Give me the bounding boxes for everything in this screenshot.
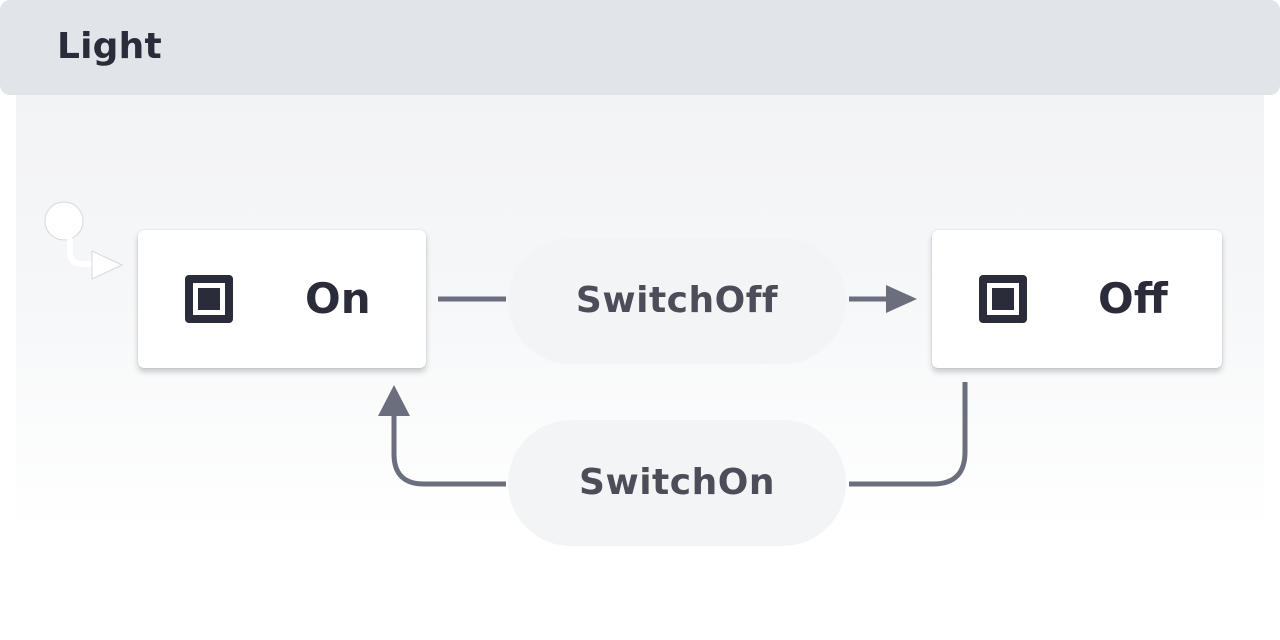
event-switchon[interactable]: SwitchOn	[508, 420, 846, 546]
edge-switchon-target-segment	[391, 412, 506, 487]
machine-header: Light	[0, 0, 1280, 95]
edge-switchoff[interactable]	[438, 285, 917, 313]
initial-dot-icon	[44, 201, 84, 241]
machine-title: Light	[57, 26, 162, 67]
state-on-label: On	[305, 274, 371, 323]
edge-switchoff-arrow-icon	[886, 285, 917, 313]
state-square-inner	[198, 288, 220, 310]
state-square-icon	[185, 275, 233, 323]
state-square-icon	[979, 275, 1027, 323]
event-switchoff[interactable]: SwitchOff	[508, 238, 846, 364]
edge-switchon-source-segment	[849, 382, 968, 487]
edge-switchon[interactable]	[378, 382, 968, 487]
edge-switchon-arrow-icon	[378, 385, 410, 416]
state-on[interactable]: On	[138, 230, 426, 368]
state-off-label: Off	[1098, 274, 1168, 323]
state-off[interactable]: Off	[932, 230, 1222, 368]
initial-arrow-icon	[91, 250, 124, 280]
state-square-inner	[992, 288, 1014, 310]
initial-state-indicator	[44, 201, 124, 280]
initial-edge	[67, 237, 95, 267]
